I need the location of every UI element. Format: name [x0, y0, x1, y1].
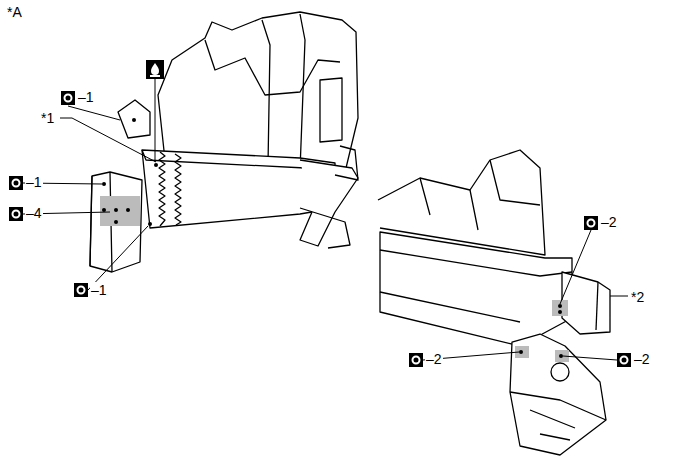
lower-bracket-detail [510, 392, 606, 440]
reference-mark: *1 [40, 110, 55, 126]
weld-spots [102, 118, 563, 358]
sealer-symbol [146, 60, 164, 79]
rail-extension [300, 160, 358, 246]
reference-mark: *2 [630, 289, 645, 305]
callout-number: –1 [77, 89, 95, 105]
upper-bracket [118, 100, 150, 138]
apron-panel [158, 12, 358, 176]
callout-number: –2 [425, 351, 443, 367]
callout-number: –1 [25, 174, 43, 190]
panel-detail [420, 160, 540, 230]
rail-extension [335, 146, 358, 180]
callout-number: –1 [90, 282, 108, 298]
weld-area [552, 300, 568, 316]
cut-line [175, 154, 181, 225]
apron-detail [262, 14, 342, 170]
rail-edge [380, 250, 572, 322]
rail-extension [300, 208, 350, 248]
callout-number: –2 [600, 214, 618, 230]
view-mark: *A [6, 4, 23, 20]
bracket-hole [551, 363, 569, 381]
callout-number: –4 [25, 205, 43, 221]
cut-line [159, 152, 165, 226]
callout-number: –2 [633, 351, 651, 367]
lower-bracket [510, 334, 606, 455]
rail-detail [380, 232, 572, 346]
leader-lines [23, 79, 628, 360]
weld-area [100, 196, 140, 226]
front-bracket [90, 172, 142, 272]
weld-symbols [9, 91, 631, 367]
bracket-edge [596, 282, 598, 330]
